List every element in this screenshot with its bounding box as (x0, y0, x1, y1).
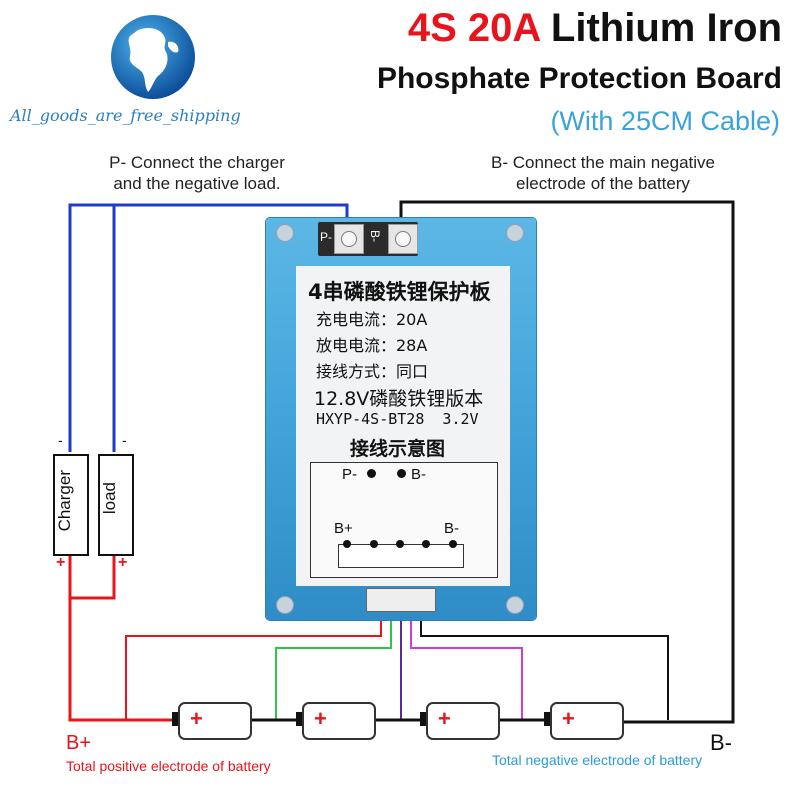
title-highlight: 4S 20A (407, 6, 540, 50)
mini-pin-p: P- (342, 466, 357, 483)
mount-hole (276, 224, 294, 242)
charger-box: Charger (53, 454, 89, 556)
globe-icon (108, 12, 198, 102)
total-negative-caption: Total negative electrode of battery (492, 752, 703, 768)
load-minus: - (122, 432, 127, 448)
mount-hole (506, 596, 524, 614)
pin-dot (370, 540, 378, 548)
b-minus-wire (399, 200, 735, 724)
balance-wire-red (125, 608, 382, 720)
terminal-b-label: B- (368, 230, 382, 242)
battery-cell-3: + (420, 702, 500, 740)
pin-dot (397, 469, 406, 478)
battery-cell-2: + (296, 702, 376, 740)
balance-wire-magenta (410, 608, 523, 720)
charger-plus-wire (68, 556, 116, 600)
charger-minus: - (58, 432, 63, 448)
page-title: 4S 20A Lithium Iron (408, 6, 782, 51)
mount-hole (276, 596, 294, 614)
board-title: 4串磷酸铁锂保护板 (308, 280, 491, 304)
charger-plus: + (56, 554, 66, 571)
mini-pin-bminus: B- (444, 520, 459, 537)
mount-hole (506, 224, 524, 242)
total-positive-caption: Total positive electrode of battery (66, 758, 271, 774)
load-label: load (100, 482, 119, 515)
battery-cell-1: + (172, 702, 252, 740)
cable-note: (With 25CM Cable) (550, 106, 780, 136)
charger-label: Charger (55, 470, 74, 532)
diagram-title: 接线示意图 (350, 438, 446, 460)
balance-wire-black (420, 608, 669, 720)
mini-pin-b: B- (411, 466, 426, 483)
battery-plus: + (438, 706, 451, 731)
charge-current: 充电电流：20A (316, 310, 428, 329)
balance-wire-green (275, 608, 392, 720)
b-minus-note: B- Connect the main negative electrode o… (491, 153, 715, 193)
wiring-mode: 接线方式：同口 (316, 362, 429, 381)
discharge-current: 放电电流：28A (316, 336, 428, 355)
battery-plus: + (190, 706, 203, 731)
model-code: HXYP-4S-BT28 3.2V (316, 410, 479, 428)
load-plus: + (118, 554, 128, 571)
pin-dot (396, 540, 404, 548)
version-line: 12.8V磷酸铁锂版本 (314, 388, 484, 410)
terminal-b-screw (395, 231, 411, 247)
b-minus-label: B- (710, 730, 732, 755)
load-box: load (98, 454, 134, 556)
battery-plus: + (562, 706, 575, 731)
p-minus-note: P- Connect the charger and the negative … (109, 153, 285, 193)
terminal-p-label: P- (320, 230, 332, 244)
shipping-label: All_goods_are_free_shipping (10, 106, 241, 125)
page-subtitle: Phosphate Protection Board (376, 62, 782, 95)
battery-cell-4: + (544, 702, 624, 740)
pin-dot (343, 540, 351, 548)
battery-plus: + (314, 706, 327, 731)
total-positive-wire (68, 598, 178, 722)
b-plus-label: B+ (66, 732, 92, 754)
pin-dot (367, 469, 376, 478)
pin-dot (449, 540, 457, 548)
balance-connector (366, 588, 436, 612)
terminal-p-screw (341, 231, 357, 247)
pin-dot (422, 540, 430, 548)
title-rest: Lithium Iron (539, 6, 782, 50)
mini-pin-bplus: B+ (334, 520, 353, 537)
terminal-b-pad (388, 224, 418, 254)
